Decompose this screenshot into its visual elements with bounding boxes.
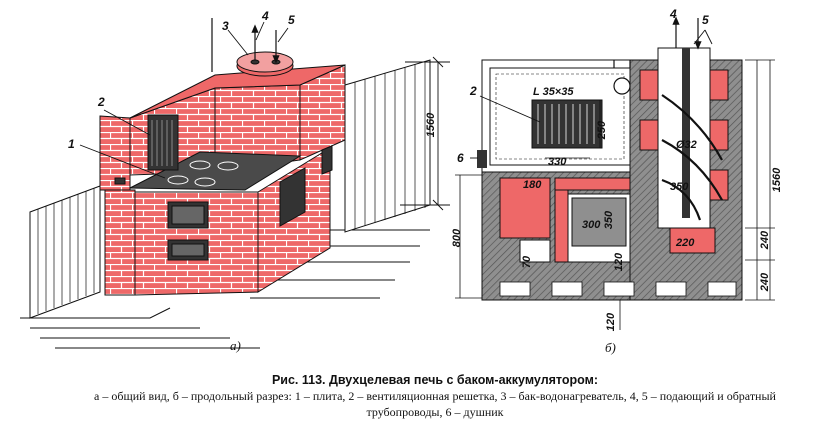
dim-120-base: 120	[605, 312, 617, 331]
pipes-a	[251, 24, 280, 64]
leaders-b	[470, 29, 713, 159]
dim-240-upper: 240	[759, 230, 771, 250]
dim-350-firebox: 350	[603, 210, 615, 229]
dim-32: Ø32	[676, 139, 697, 151]
dimension-lines-b	[455, 59, 775, 330]
label-grate-a: 2	[97, 95, 105, 109]
pipes-b	[613, 16, 702, 95]
dim-grate-size: L 35×35	[533, 86, 574, 98]
figure-caption: Рис. 113. Двухцелевая печь с баком-аккум…	[60, 372, 810, 420]
label-grate-b: 2	[469, 84, 477, 98]
damper	[477, 150, 487, 168]
dim-120-firebox: 120	[613, 252, 625, 271]
dim-800: 800	[451, 228, 463, 247]
subfig-b-label: б)	[605, 340, 616, 355]
label-supply-a: 4	[261, 9, 269, 23]
subfig-a-label: а)	[230, 338, 241, 353]
general-view: 2 1 3 4 5 1560 а)	[20, 9, 450, 353]
base-openings	[499, 281, 737, 297]
side-wall	[29, 18, 431, 319]
dim-330: 330	[548, 156, 567, 168]
dimension-1560-a	[400, 56, 450, 211]
dim-350-column: 350	[670, 181, 689, 193]
caption-line1: а – общий вид, б – продольный разрез: 1 …	[94, 389, 776, 403]
label-tank-a: 3	[222, 19, 229, 33]
vent-grate	[531, 99, 603, 149]
caption-title: Рис. 113. Двухцелевая печь с баком-аккум…	[271, 373, 599, 387]
section-view: 2 6 4 5 L 35×35 250 330 Ø32 350 180 350 …	[451, 7, 783, 355]
label-supply-b: 4	[669, 7, 677, 21]
label-return-b: 5	[702, 13, 709, 27]
dim-180: 180	[523, 179, 542, 191]
label-hob-a: 1	[68, 137, 75, 151]
stove-drawing: 2 1 3 4 5 1560 а)	[20, 7, 783, 355]
dim-300: 300	[582, 219, 601, 231]
stove-body	[99, 51, 346, 296]
dim-220: 220	[675, 237, 695, 249]
label-damper-b: 6	[457, 151, 464, 165]
dim-70: 70	[521, 255, 533, 268]
dim-240-lower: 240	[759, 272, 771, 292]
leaders-a	[79, 21, 289, 179]
dim-1560-b: 1560	[771, 167, 783, 192]
dim-1560-a: 1560	[425, 112, 437, 137]
dim-250: 250	[596, 120, 608, 140]
label-return-a: 5	[288, 13, 295, 27]
caption-line2: трубопроводы, 6 – душник	[366, 405, 504, 419]
